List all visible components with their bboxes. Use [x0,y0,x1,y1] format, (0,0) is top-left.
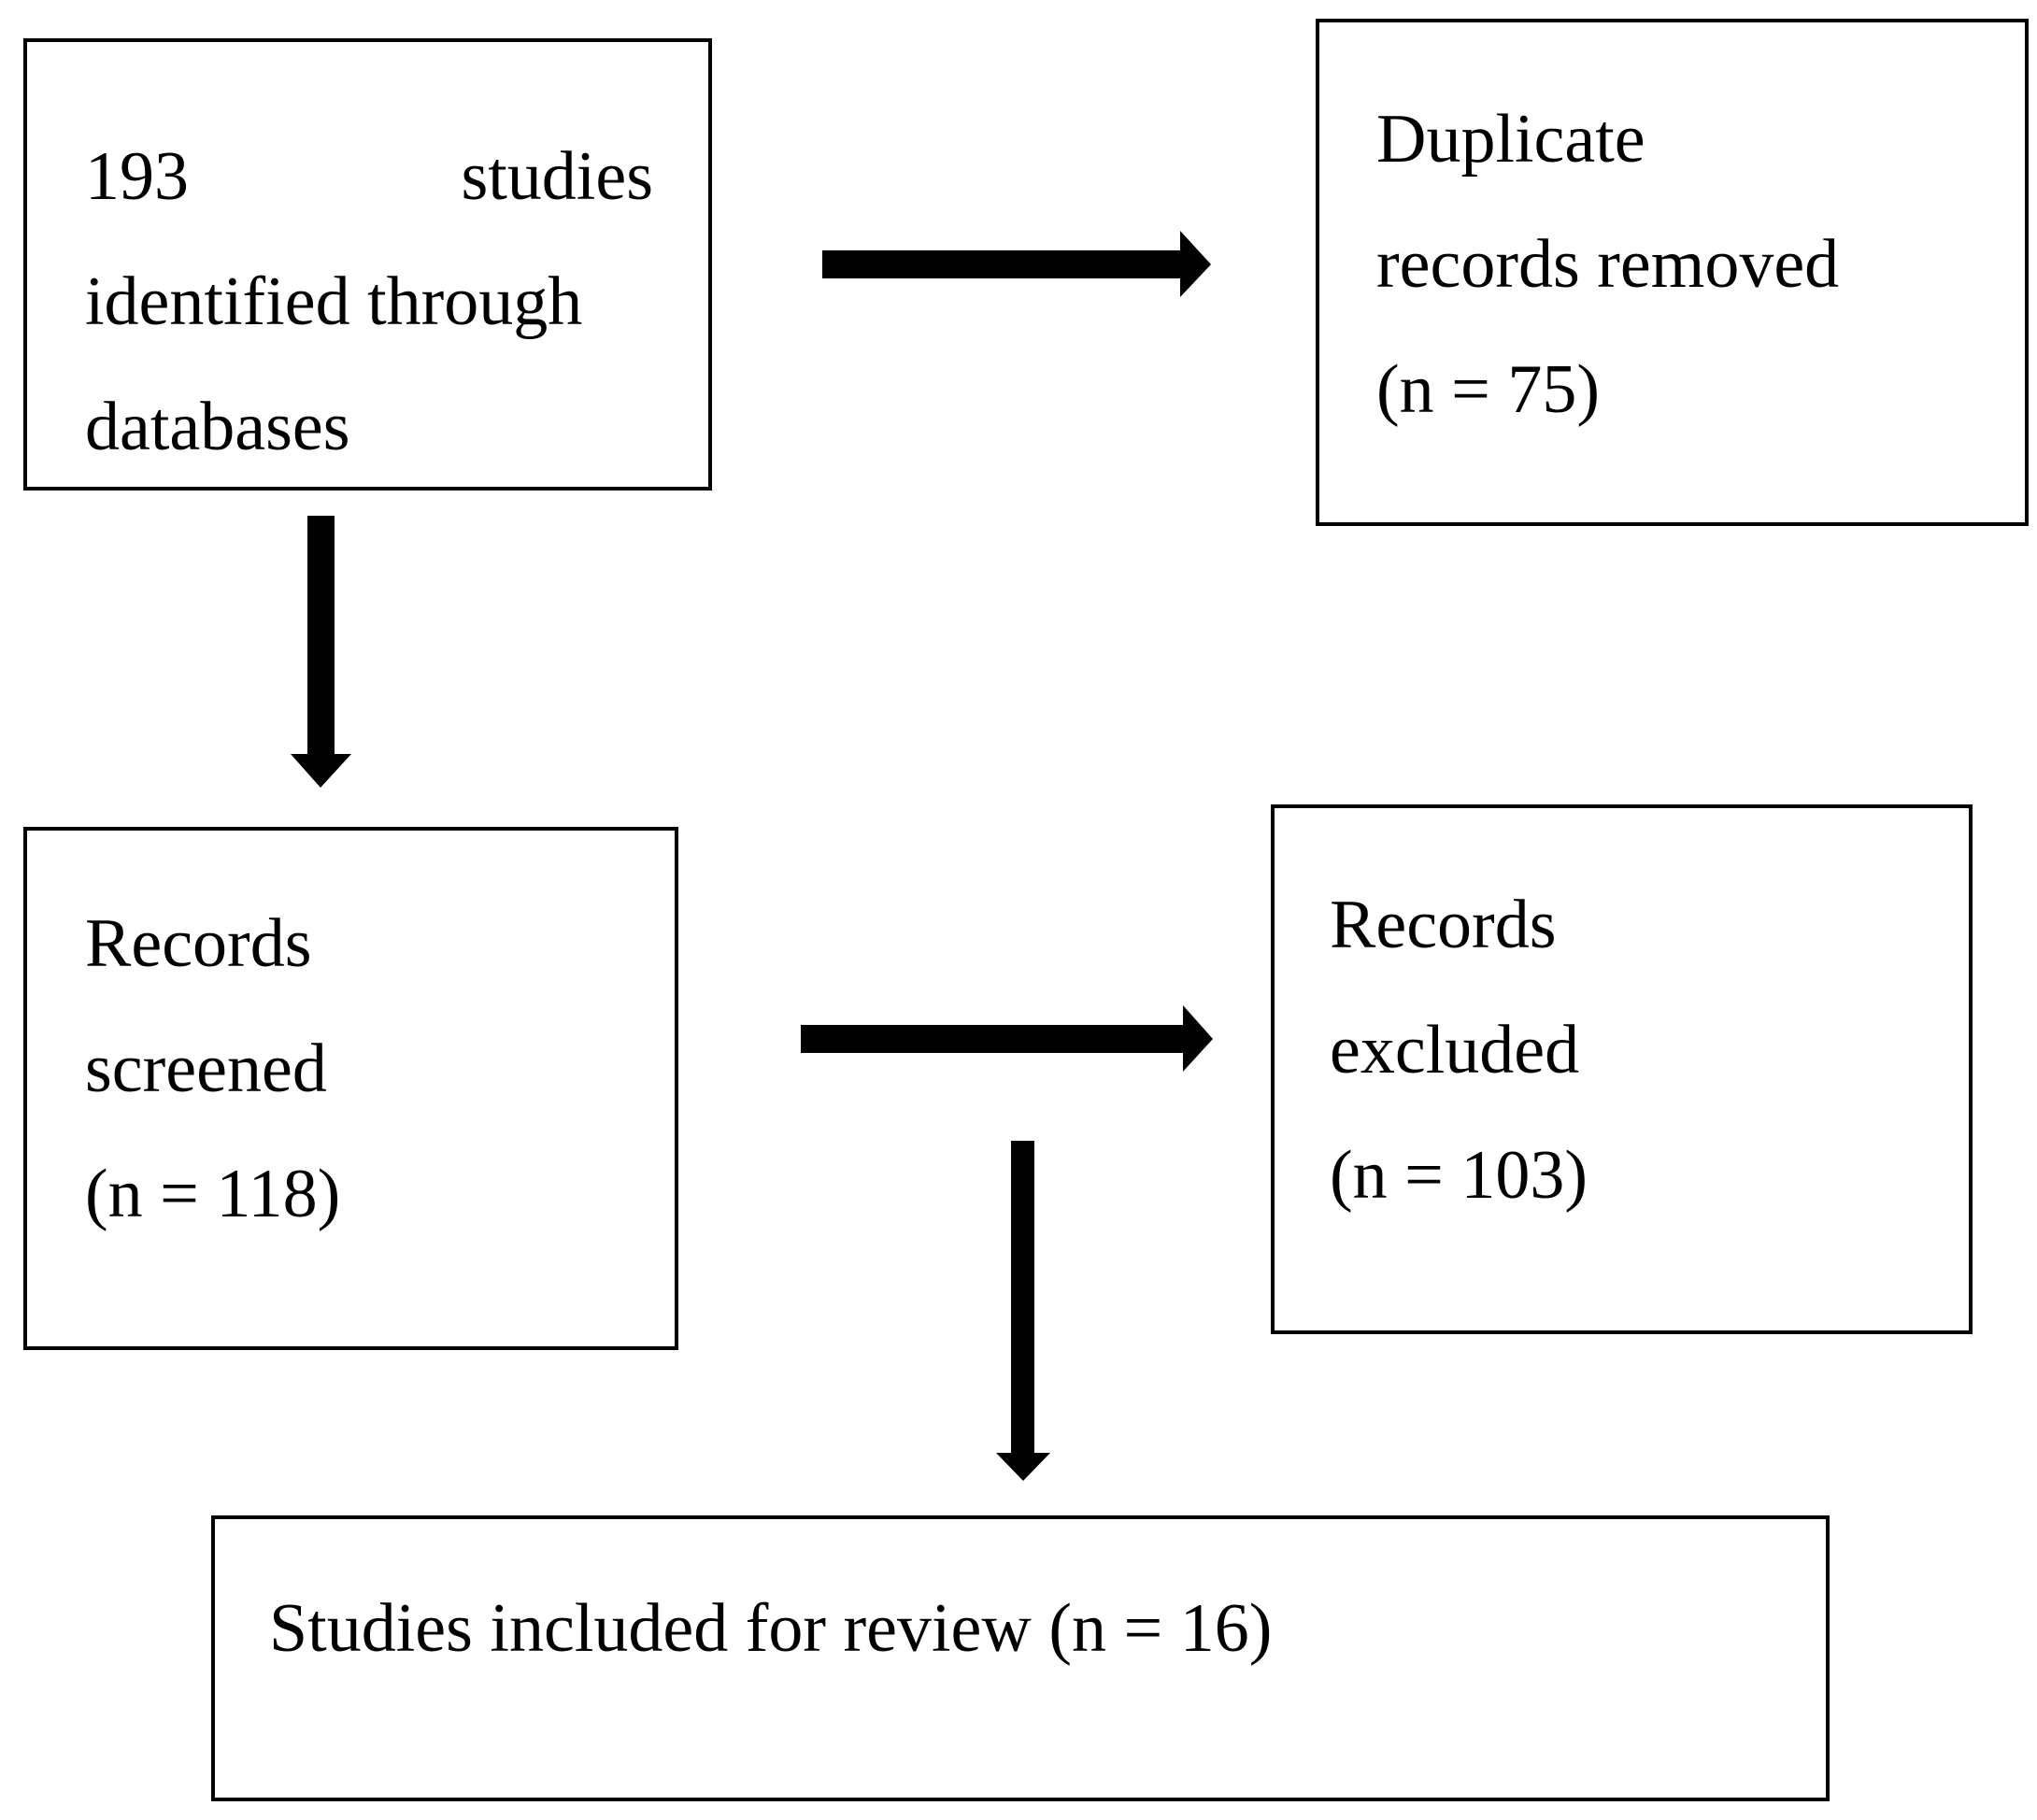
node-identified-count: 193 [85,138,189,215]
node-included-line1: Studies included for review (n = 16) [269,1590,1273,1667]
arrow-identified-to-screened [291,516,351,788]
node-duplicates-line1: Duplicate [1376,101,1645,178]
node-screened-line2: screened [85,1031,327,1107]
node-screened-line1: Records [85,905,312,982]
node-identified-studies: 193 studies identified through databases [23,38,712,491]
node-studies-included: Studies included for review (n = 16) [211,1515,1830,1801]
node-excluded-line2: excluded [1330,1012,1580,1088]
arrow-screened-to-included [996,1141,1050,1481]
arrow-identified-to-duplicates [822,231,1211,297]
node-identified-text: 193 studies identified through databases [85,114,653,490]
node-included-text: Studies included for review (n = 16) [269,1566,1272,1691]
node-excluded-text: Records excluded (n = 103) [1330,862,1588,1238]
node-excluded-line3: (n = 103) [1330,1137,1588,1214]
node-identified-line1: 193 studies [85,114,653,239]
node-identified-line2: identified through [85,263,583,340]
node-duplicates-text: Duplicate records removed (n = 75) [1376,77,1839,452]
node-duplicates-line2: records removed [1376,226,1840,303]
node-screened-line3: (n = 118) [85,1156,341,1232]
node-identified-line3: databases [85,389,350,465]
node-screened-text: Records screened (n = 118) [85,881,340,1257]
node-duplicates-line3: (n = 75) [1376,351,1601,428]
node-identified-word: studies [461,138,653,215]
node-records-excluded: Records excluded (n = 103) [1271,804,1973,1334]
node-duplicates-removed: Duplicate records removed (n = 75) [1316,19,2029,526]
arrow-screened-to-excluded [801,1005,1213,1072]
node-excluded-line1: Records [1330,887,1557,963]
node-records-screened: Records screened (n = 118) [23,827,678,1350]
